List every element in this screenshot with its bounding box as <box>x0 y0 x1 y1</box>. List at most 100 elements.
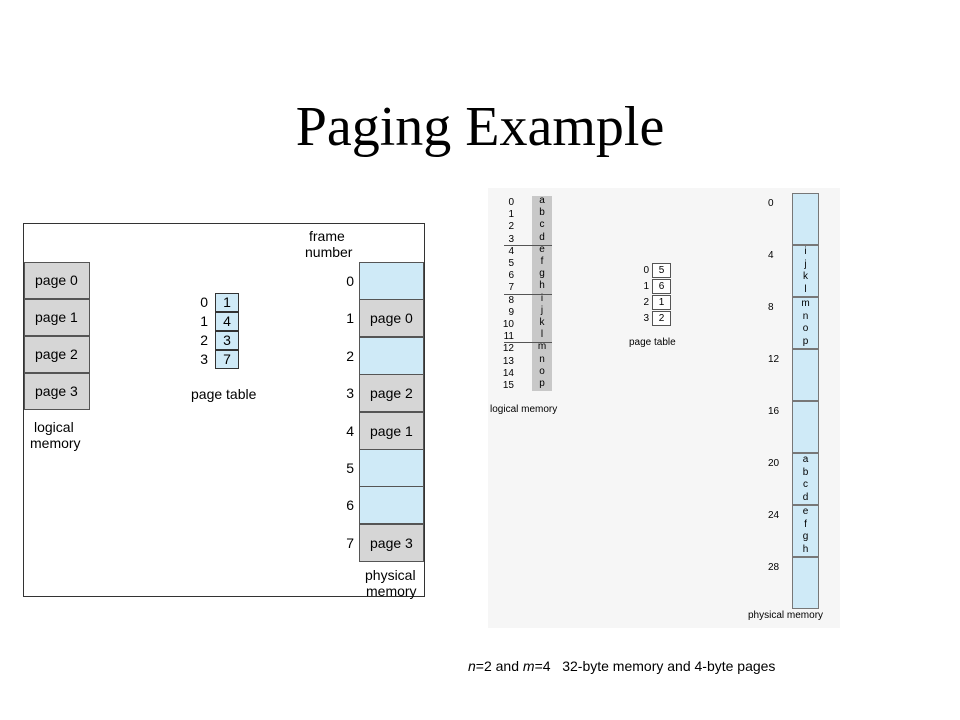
physical-byte: k <box>803 271 808 283</box>
frame-number: 4 <box>346 422 354 439</box>
physical-byte: m <box>801 298 810 309</box>
frame-number: 2 <box>346 347 354 364</box>
frame-number-label-line1: frame <box>309 228 345 244</box>
physical-byte: n <box>802 310 809 322</box>
physical-address: 0 <box>768 198 774 209</box>
logical-byte: b <box>532 208 552 221</box>
page-table-label: page table <box>191 386 257 402</box>
caption-n-value: =2 and <box>475 658 523 674</box>
memory-frame: page 0 <box>359 299 424 338</box>
physical-frame <box>792 297 819 349</box>
page-divider <box>504 293 552 295</box>
memory-frame <box>359 449 424 487</box>
page-divider <box>504 342 552 344</box>
page-table-index-small: 1 <box>643 281 649 292</box>
physical-memory-label: physical memory <box>748 610 824 621</box>
physical-byte: h <box>802 543 809 555</box>
physical-byte: l <box>804 283 807 295</box>
physical-address: 4 <box>768 250 774 261</box>
logical-address: 15 <box>502 380 514 391</box>
logical-address: 10 <box>502 319 514 330</box>
logical-page: page 1 <box>24 299 90 336</box>
page-table-index: 0 <box>200 294 208 310</box>
logical-address: 2 <box>508 221 514 233</box>
caption-m: m <box>522 658 535 674</box>
logical-address: 1 <box>508 209 514 221</box>
logical-byte: c <box>532 220 552 233</box>
logical-address: 7 <box>508 282 514 294</box>
logical-byte: i <box>532 293 552 306</box>
page-table-entry-small: 6 <box>652 279 671 294</box>
logical-address: 5 <box>508 258 514 269</box>
page-table-index-small: 2 <box>643 297 649 308</box>
caption-n: n <box>468 658 476 674</box>
logical-byte: k <box>532 317 552 331</box>
physical-byte: b <box>802 466 809 478</box>
logical-address: 4 <box>508 245 514 257</box>
physical-frame <box>792 505 819 557</box>
logical-page: page 0 <box>24 262 90 299</box>
memory-frame: page 1 <box>359 411 424 450</box>
physical-byte: f <box>804 518 807 530</box>
physical-byte: i <box>804 246 807 257</box>
logical-byte: a <box>532 195 552 209</box>
logical-address: 13 <box>502 355 514 367</box>
page-table-index: 2 <box>200 332 208 348</box>
page-table-entry: 4 <box>215 312 239 331</box>
page-table-entry: 1 <box>215 293 239 312</box>
physical-byte: d <box>802 491 809 503</box>
memory-frame <box>359 262 424 300</box>
frame-number: 5 <box>346 460 354 476</box>
physical-byte: a <box>802 454 809 465</box>
memory-frame: page 2 <box>359 374 424 413</box>
page-table-index-small: 3 <box>643 313 649 324</box>
page-table-entry: 7 <box>215 350 239 369</box>
physical-address: 12 <box>768 354 780 365</box>
page-table-index: 3 <box>200 351 208 367</box>
page-table-entry-small: 2 <box>652 311 671 326</box>
physical-address: 8 <box>768 302 774 313</box>
physical-frame <box>792 245 819 297</box>
logical-byte: f <box>532 256 552 270</box>
logical-byte: j <box>532 305 552 318</box>
physical-byte: g <box>802 531 809 543</box>
physical-frame <box>792 557 819 609</box>
logical-address: 12 <box>502 343 514 355</box>
physical-byte: e <box>802 506 809 517</box>
logical-byte: l <box>532 330 552 343</box>
logical-address: 6 <box>508 270 514 282</box>
physical-frame <box>792 453 819 505</box>
page-table-entry: 3 <box>215 331 239 350</box>
logical-page: page 3 <box>24 373 90 410</box>
caption-m-value: =4 32-byte memory and 4-byte pages <box>534 658 776 674</box>
logical-byte: m <box>532 342 552 355</box>
page-table-label-small: page table <box>629 337 676 348</box>
slide-title: Paging Example <box>295 96 665 158</box>
logical-memory-label-line2: memory <box>30 435 81 451</box>
page-table-index-small: 0 <box>643 265 649 276</box>
logical-byte: n <box>532 354 552 367</box>
logical-address: 11 <box>503 331 514 343</box>
page-table-index: 1 <box>200 313 208 329</box>
physical-address: 20 <box>768 458 780 469</box>
memory-frame: page 3 <box>359 523 424 562</box>
page-table-entry-small: 1 <box>652 295 671 310</box>
frame-number: 0 <box>346 273 354 289</box>
physical-byte: j <box>804 258 807 270</box>
page-divider <box>504 244 552 246</box>
logical-address: 3 <box>508 233 514 245</box>
frame-number: 7 <box>346 534 354 551</box>
logical-byte: e <box>532 244 552 257</box>
logical-memory-label-line1: logical <box>34 419 74 435</box>
logical-byte: d <box>532 232 552 245</box>
frame-number: 1 <box>346 310 354 327</box>
logical-byte: p <box>532 378 552 392</box>
frame-number: 6 <box>346 497 354 514</box>
physical-byte: c <box>803 479 808 491</box>
caption: n=2 and m=4 32-byte memory and 4-byte pa… <box>468 657 775 675</box>
physical-memory-label-line1: physical <box>365 567 416 583</box>
logical-address: 8 <box>508 294 514 306</box>
logical-page: page 2 <box>24 336 90 373</box>
